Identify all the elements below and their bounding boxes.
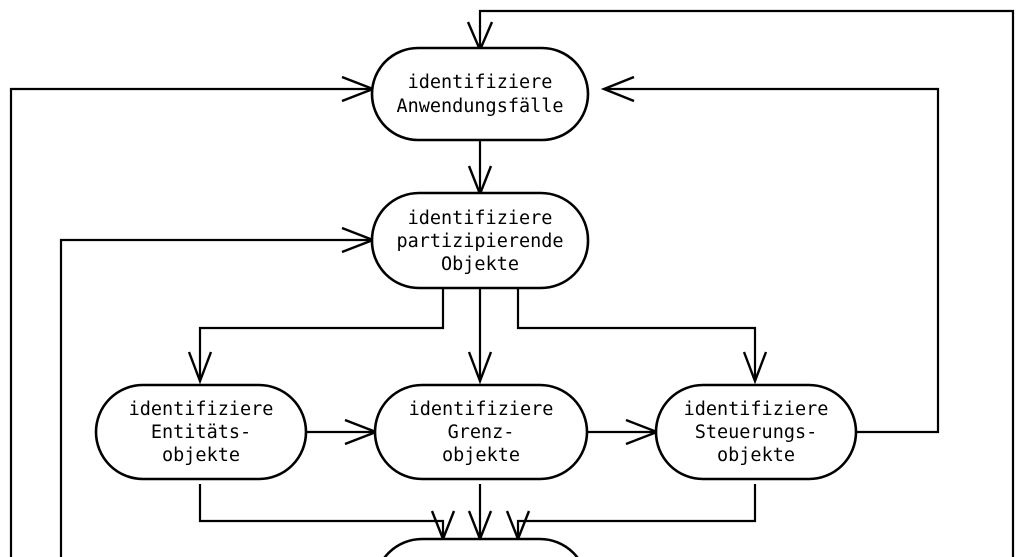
edge-grenz-to-bottom <box>467 484 493 543</box>
node-steuerungsobjekte[interactable]: identifiziere Steuerungs- objekte <box>654 383 858 481</box>
edge-anwendungsfaelle-to-partizipierende <box>467 140 493 198</box>
node-partizipierende-objekte-line2: partizipierende <box>396 231 563 252</box>
arrow-head-icon <box>742 351 768 385</box>
node-grenzobjekte[interactable]: identifiziere Grenz- objekte <box>373 383 589 481</box>
node-steuerungsobjekte-line2: Steuerungs- <box>695 422 818 443</box>
edge-partizipierende-to-grenz <box>467 288 493 385</box>
node-layer: identifiziere Anwendungsfälle identifizi… <box>94 46 858 557</box>
node-entitaetsobjekte[interactable]: identifiziere Entitäts- objekte <box>94 383 308 481</box>
node-bottom-cutoff[interactable] <box>375 537 587 557</box>
node-bottom-cutoff-shape <box>383 537 579 557</box>
node-entitaetsobjekte-line3: objekte <box>162 445 240 466</box>
edge-left-outer-into-anwendungsfaelle <box>9 75 377 557</box>
node-partizipierende-objekte-line3: Objekte <box>441 254 519 275</box>
node-steuerungsobjekte-line3: objekte <box>717 445 795 466</box>
arrow-head-icon <box>187 351 213 385</box>
node-steuerungsobjekte-line1: identifiziere <box>684 399 829 420</box>
node-entitaetsobjekte-line2: Entitäts- <box>151 422 251 443</box>
node-anwendungsfaelle[interactable]: identifiziere Anwendungsfälle <box>370 46 590 142</box>
node-grenzobjekte-shape <box>373 383 589 481</box>
node-partizipierende-objekte-line1: identifiziere <box>408 208 553 229</box>
node-grenzobjekte-line3: objekte <box>442 445 520 466</box>
node-entitaetsobjekte-shape <box>94 383 308 481</box>
edge-steuerungs-to-bottom <box>505 484 757 543</box>
edge-entitaets-to-bottom <box>198 484 456 543</box>
node-anwendungsfaelle-shape <box>370 46 590 142</box>
edge-steuerungs-into-anwendungsfaelle <box>600 75 940 434</box>
arrow-head-icon <box>600 75 635 103</box>
edge-partizipierende-to-entitaets <box>187 288 445 385</box>
node-anwendungsfaelle-line1: identifiziere <box>408 72 553 93</box>
arrow-head-icon <box>467 351 493 385</box>
node-entitaetsobjekte-line1: identifiziere <box>129 399 274 420</box>
edge-grenz-to-steuerungs <box>588 418 661 446</box>
node-grenzobjekte-line2: Grenz- <box>448 422 515 443</box>
node-grenzobjekte-line1: identifiziere <box>409 399 554 420</box>
node-partizipierende-objekte-shape <box>370 191 590 290</box>
edge-layer <box>9 9 1015 557</box>
node-steuerungsobjekte-shape <box>654 383 858 481</box>
edge-entitaets-to-grenz <box>307 418 380 446</box>
node-anwendungsfaelle-line2: Anwendungsfälle <box>396 96 563 117</box>
edge-partizipierende-to-steuerungs <box>516 288 768 385</box>
node-partizipierende-objekte[interactable]: identifiziere partizipierende Objekte <box>370 191 590 290</box>
